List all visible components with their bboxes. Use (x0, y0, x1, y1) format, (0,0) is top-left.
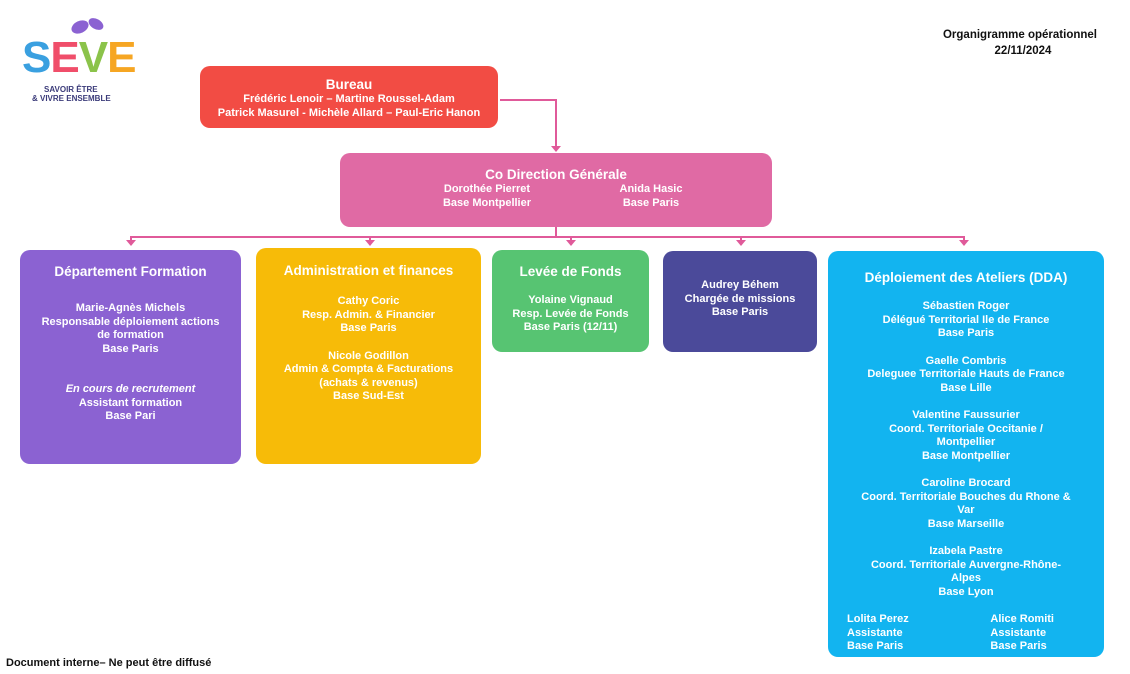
ateliers-p2-name: Gaelle Combris (925, 354, 1007, 367)
ateliers-p1-role: Délégué Territorial Ile de France (882, 313, 1050, 326)
fonds-p1-role: Resp. Levée de Fonds (512, 307, 629, 320)
direction-box: Co Direction Générale Dorothée Pierret B… (340, 153, 772, 227)
ateliers-p3-base: Base Montpellier (921, 449, 1011, 462)
admin-p2-base: Base Sud-Est (333, 390, 404, 402)
admin-p1-name: Cathy Coric (337, 295, 400, 307)
director-name-left: Dorothée Pierret (443, 183, 531, 195)
formation-title: Département Formation (54, 264, 207, 279)
logo-tagline-2: & VIVRE ENSEMBLE (32, 94, 111, 103)
arrow-icon (126, 240, 136, 246)
formation-p1-role2: de formation (97, 329, 164, 341)
ateliers-p1-name: Sébastien Roger (922, 300, 1010, 312)
assistant-2-name: Alice Romiti (990, 613, 1054, 625)
admin-title: Administration et finances (283, 263, 454, 278)
direction-connector-v (555, 227, 557, 236)
admin-p2-role1: Admin & Compta & Facturations (283, 363, 454, 375)
ateliers-p4-name: Caroline Brocard (921, 477, 1011, 489)
ateliers-p5-role2: Alpes (951, 572, 981, 584)
missions-p1-name: Audrey Béhem (701, 279, 779, 291)
branch-line (130, 236, 965, 238)
ateliers-p4-base: Base Marseille (927, 517, 1005, 530)
seve-logo: SEVE SAVOIR ÊTRE & VIVRE ENSEMBLE (22, 14, 142, 104)
bureau-connector-v (555, 99, 557, 151)
logo-letter-v: V (78, 33, 108, 82)
ateliers-p3-role1: Coord. Territoriale Occitanie / (889, 422, 1043, 435)
ateliers-p3-name: Valentine Faussurier (912, 409, 1020, 421)
admin-p2-role2: (achats & revenus) (319, 376, 418, 389)
drop-formation (130, 236, 132, 242)
ateliers-p2-base: Base Lille (940, 381, 992, 394)
drop-admin (369, 236, 371, 242)
footer-note: Document interne– Ne peut être diffusé (6, 657, 212, 669)
arrow-icon (736, 240, 746, 246)
formation-p1-name: Marie-Agnès Michels (75, 302, 186, 314)
assistant-1-name: Lolita Perez (847, 613, 909, 625)
missions-p1-role: Chargée de missions (684, 292, 796, 305)
ateliers-p5-name: Izabela Pastre (929, 545, 1003, 557)
ateliers-title: Déploiement des Ateliers (DDA) (864, 270, 1068, 285)
bureau-members-1: Frédéric Lenoir – Martine Roussel-Adam (243, 93, 455, 105)
ateliers-p4-role2: Var (957, 504, 975, 516)
formation-box: Département Formation Marie-Agnès Michel… (20, 250, 241, 464)
page-date: 22/11/2024 (994, 45, 1052, 57)
assistant-2-role: Assistante (990, 626, 1047, 639)
leaf-icon (71, 18, 104, 34)
director-base-right: Base Paris (622, 196, 680, 209)
page-title: Organigramme opérationnel (942, 29, 1097, 41)
missions-box: Audrey Béhem Chargée de missions Base Pa… (663, 251, 817, 352)
logo-letter-e1: E (50, 33, 79, 82)
admin-box: Administration et finances Cathy Coric R… (256, 248, 481, 464)
fonds-p1-base: Base Paris (12/11) (523, 321, 618, 333)
admin-p1-role: Resp. Admin. & Financier (302, 308, 435, 321)
formation-p2-base: Base Pari (105, 410, 156, 422)
arrow-icon (365, 240, 375, 246)
admin-p2-name: Nicole Godillon (328, 349, 409, 362)
arrow-icon (959, 240, 969, 246)
drop-ateliers (963, 236, 965, 242)
ateliers-p5-base: Base Lyon (938, 585, 994, 598)
director-name-right: Anida Hasic (619, 183, 683, 195)
ateliers-p4-role1: Coord. Territoriale Bouches du Rhone & (861, 490, 1071, 503)
formation-p2-status: En cours de recrutement (65, 383, 196, 395)
fonds-title: Levée de Fonds (519, 264, 622, 279)
fonds-p1-name: Yolaine Vignaud (528, 294, 613, 306)
arrow-icon (551, 146, 561, 152)
ateliers-p2-role: Deleguee Territoriale Hauts de France (867, 368, 1065, 380)
bureau-connector-h (500, 99, 556, 101)
missions-p1-base: Base Paris (711, 306, 769, 318)
arrow-icon (566, 240, 576, 246)
formation-p2-role: Assistant formation (78, 396, 183, 409)
drop-missions (740, 236, 742, 242)
assistant-1-role: Assistante (847, 626, 903, 639)
assistant-1-base: Base Paris (847, 640, 904, 652)
ateliers-box: Déploiement des Ateliers (DDA) Sébastien… (828, 251, 1104, 657)
ateliers-p3-role2: Montpellier (936, 436, 996, 448)
logo-letter-e2: E (107, 33, 136, 82)
director-base-left: Base Montpellier (442, 196, 532, 209)
direction-title: Co Direction Générale (485, 167, 627, 182)
ateliers-p1-base: Base Paris (937, 327, 995, 339)
drop-fonds (570, 236, 572, 242)
bureau-members-2: Patrick Masurel - Michèle Allard – Paul-… (217, 106, 481, 119)
fonds-box: Levée de Fonds Yolaine Vignaud Resp. Lev… (492, 250, 649, 352)
formation-p1-role1: Responsable déploiement actions (41, 315, 220, 328)
assistant-2-base: Base Paris (990, 640, 1047, 652)
ateliers-p5-role1: Coord. Territoriale Auvergne-Rhône- (870, 558, 1062, 571)
admin-p1-base: Base Paris (340, 322, 397, 334)
bureau-box: Bureau Frédéric Lenoir – Martine Roussel… (200, 66, 498, 128)
logo-letter-s: S (22, 33, 51, 82)
bureau-title: Bureau (325, 77, 373, 92)
formation-p1-base: Base Paris (102, 342, 159, 355)
header: Organigramme opérationnel 22/11/2024 (900, 27, 1130, 59)
logo-tagline-1: SAVOIR ÊTRE (44, 85, 98, 94)
